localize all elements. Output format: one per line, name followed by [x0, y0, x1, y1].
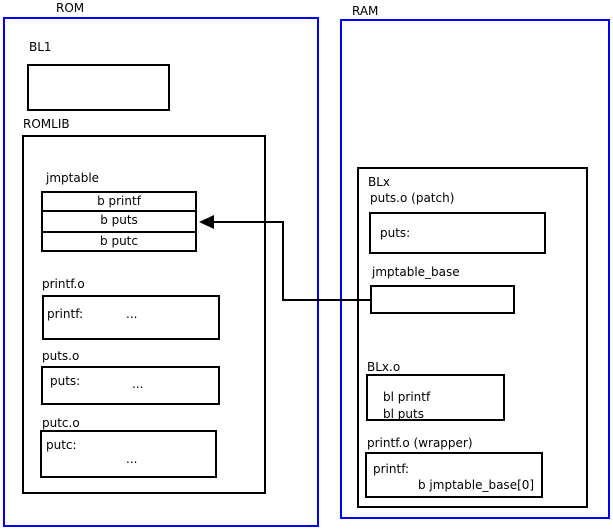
- puts-body-ellipsis: ...: [132, 377, 144, 391]
- blx-o-label: BLx.o: [367, 360, 401, 374]
- printf-body-ellipsis: ...: [126, 307, 138, 321]
- putc-o-box: putc: ...: [40, 430, 217, 478]
- jmptable-entry-putc: b putc: [41, 231, 197, 252]
- rom-region-title: ROM: [56, 1, 85, 15]
- putc-o-label: putc.o: [42, 416, 80, 430]
- ram-region-title: RAM: [352, 4, 379, 18]
- printf-symbol: printf:: [47, 307, 84, 321]
- printf-wrapper-label: printf.o (wrapper): [367, 436, 473, 450]
- romlib-label: ROMLIB: [23, 117, 70, 131]
- jmptable-base-box: [370, 285, 515, 314]
- putc-body-ellipsis: ...: [126, 452, 138, 466]
- bl1-box: [27, 64, 170, 111]
- jmptable-entry-printf: b printf: [41, 191, 197, 212]
- blx-o-instruction-printf: bl printf: [383, 390, 431, 404]
- jmptable-base-label: jmptable_base: [372, 265, 460, 279]
- putc-symbol: putc:: [46, 438, 77, 452]
- puts-patch-symbol: puts:: [380, 226, 411, 240]
- blx-o-instruction-puts: bl puts: [383, 407, 424, 421]
- jmptable-entry-puts: b puts: [41, 210, 197, 233]
- printf-o-box: printf: ...: [42, 295, 220, 340]
- printf-o-label: printf.o: [42, 277, 85, 291]
- puts-patch-label: puts.o (patch): [370, 191, 455, 205]
- jmptable-label: jmptable: [46, 171, 100, 185]
- puts-patch-box: puts:: [369, 212, 546, 254]
- printf-wrapper-symbol: printf:: [373, 462, 410, 476]
- printf-wrapper-instruction: b jmptable_base[0]: [418, 478, 535, 492]
- puts-o-label: puts.o: [42, 349, 80, 363]
- printf-wrapper-box: printf: b jmptable_base[0]: [365, 452, 543, 498]
- blx-o-box: bl printf bl puts: [366, 374, 505, 421]
- blx-label: BLx: [368, 175, 391, 189]
- puts-o-box: puts: ...: [41, 366, 220, 405]
- puts-symbol: puts:: [50, 374, 81, 388]
- bl1-label: BL1: [29, 40, 52, 54]
